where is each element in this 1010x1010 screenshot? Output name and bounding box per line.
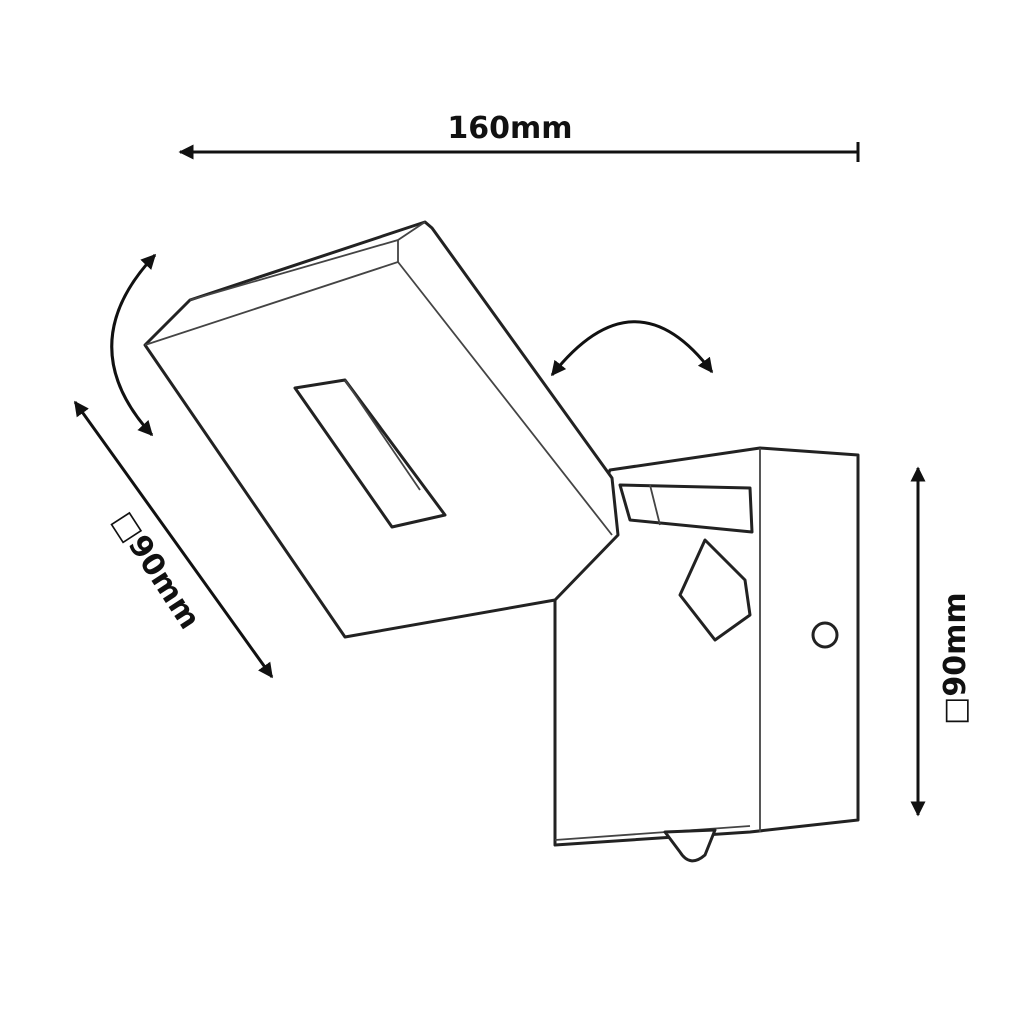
head-size-label: □90mm bbox=[105, 505, 207, 635]
wall-base bbox=[553, 446, 860, 863]
tilt-rotate-arrow-icon bbox=[110, 253, 157, 437]
base-dimension: □90mm bbox=[910, 466, 973, 817]
lamp-head bbox=[143, 220, 620, 639]
width-label: 160mm bbox=[447, 111, 572, 146]
base-size-label: □90mm bbox=[938, 592, 973, 725]
led-slot bbox=[293, 378, 447, 529]
swivel-rotate-arrow-icon bbox=[550, 320, 714, 377]
head-arrow-icon bbox=[73, 400, 274, 679]
switch-tab bbox=[663, 828, 717, 863]
screw-icon bbox=[811, 621, 839, 649]
width-dimension: 160mm bbox=[178, 111, 860, 162]
